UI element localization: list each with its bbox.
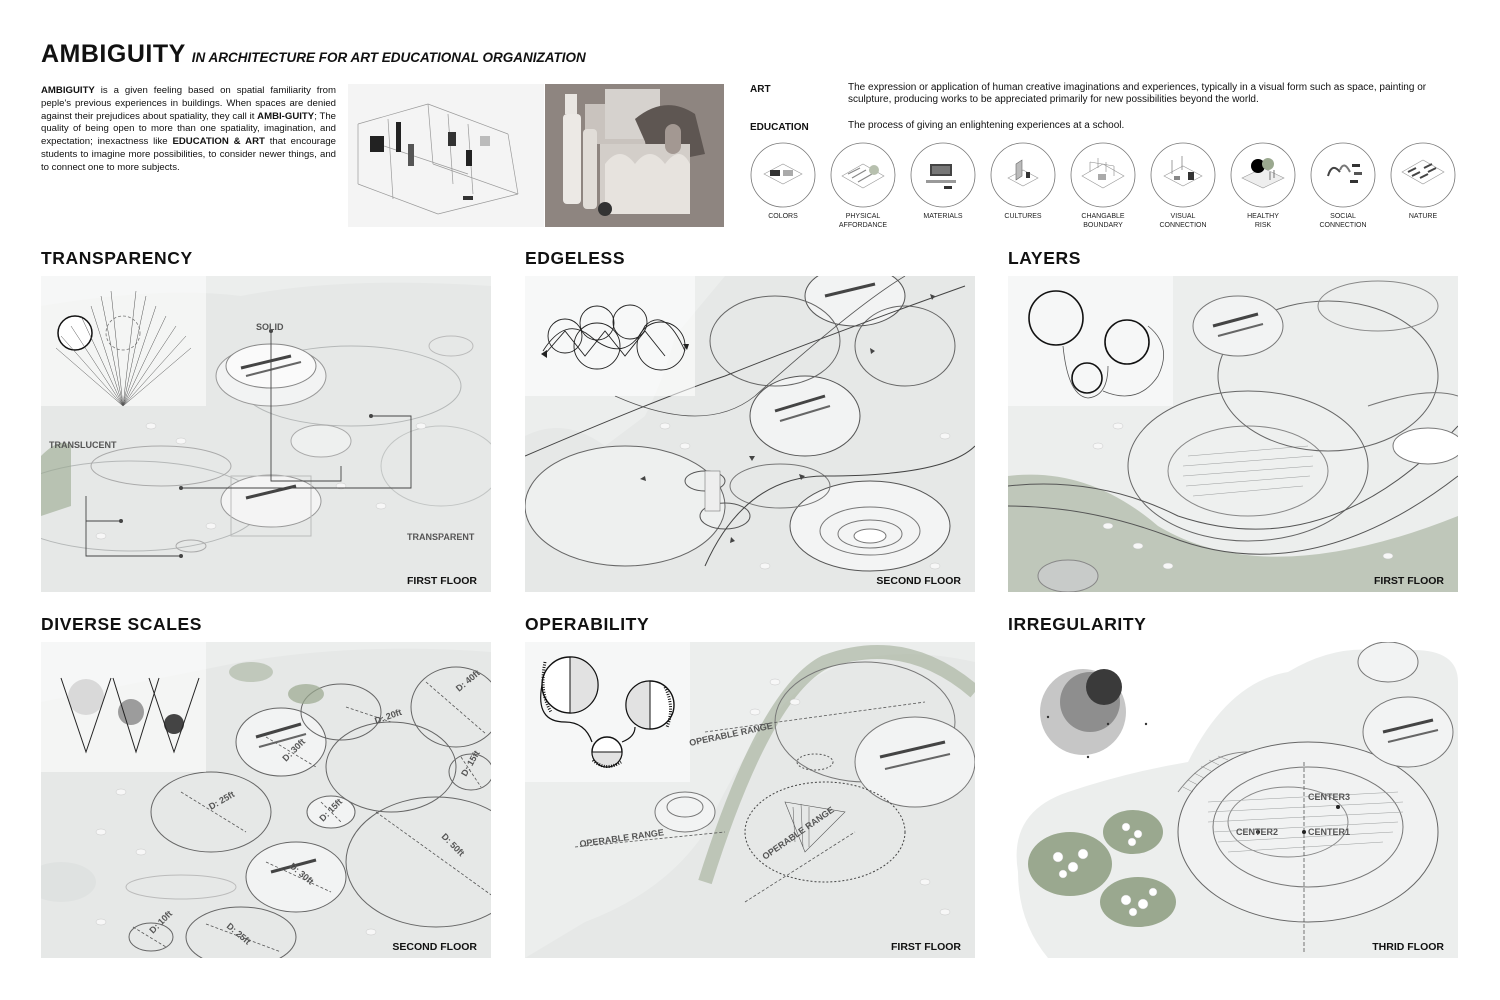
label-center1: CENTER1 bbox=[1308, 827, 1350, 837]
colors-icon bbox=[750, 142, 816, 208]
nature-icon bbox=[1390, 142, 1456, 208]
icon-label: MATERIALS bbox=[923, 213, 963, 220]
social-connection-icon bbox=[1310, 142, 1376, 208]
materials-icon bbox=[910, 142, 976, 208]
panel-transparency: SOLID TRANSLUCENT TRANSPARENT FIRST FLOO… bbox=[41, 276, 491, 592]
icon-label: COLORS bbox=[768, 213, 798, 220]
visual-connection-icon bbox=[1150, 142, 1216, 208]
icon-item-physical-affordance: PHYSICAL AFFORDANCE bbox=[830, 142, 896, 230]
label-solid: SOLID bbox=[256, 322, 284, 332]
layers-plan-drawing bbox=[1008, 276, 1458, 592]
floor-label: FIRST FLOOR bbox=[891, 941, 961, 953]
panel-operability: OPERABLE RANGE OPERABLE RANGE OPERABLE R… bbox=[525, 642, 975, 958]
sketch-image bbox=[348, 84, 544, 227]
panel-layers: FIRST FLOOR bbox=[1008, 276, 1458, 592]
definition-term: ART bbox=[750, 84, 771, 95]
icon-label: NATURE bbox=[1408, 213, 1438, 220]
floor-label: SECOND FLOOR bbox=[392, 941, 477, 953]
intro-text-3: that encourage students to imagine more … bbox=[41, 136, 336, 173]
heading-layers: LAYERS bbox=[1008, 248, 1081, 268]
floor-label: FIRST FLOOR bbox=[407, 575, 477, 587]
panel-diverse-scales: D: 40ft D: 20ft D: 30ft D: 15ft D: 25ft … bbox=[41, 642, 491, 958]
changable-boundary-icon bbox=[1070, 142, 1136, 208]
title-subtitle: IN ARCHITECTURE FOR ART EDUCATIONAL ORGA… bbox=[191, 50, 586, 65]
icon-item-healthy-risk: HEALTHY RISK bbox=[1230, 142, 1296, 230]
heading-diverse-scales: DIVERSE SCALES bbox=[41, 614, 203, 634]
icon-label: HEALTHY RISK bbox=[1247, 213, 1279, 229]
label-operable-range: OPERABLE RANGE bbox=[579, 827, 665, 849]
intro-text-1: is a given feeling based on spatial fami… bbox=[41, 85, 336, 122]
transparency-plan-drawing: SOLID TRANSLUCENT TRANSPARENT bbox=[41, 276, 491, 592]
panel-irregularity: CENTER3 CENTER2 CENTER1 THRID FLOOR bbox=[1008, 642, 1458, 958]
intro-bold-1: AMBIGUITY bbox=[41, 85, 95, 96]
intro-bold-2: AMBI-GUITY bbox=[257, 110, 315, 122]
healthy-risk-icon bbox=[1230, 142, 1296, 208]
intro-paragraph: AMBIGUITY is a given feeling based on sp… bbox=[41, 85, 336, 175]
physical-affordance-icon bbox=[830, 142, 896, 208]
icon-item-visual-connection: VISUAL CONNECTION bbox=[1150, 142, 1216, 230]
irregularity-plan-drawing: CENTER3 CENTER2 CENTER1 bbox=[1016, 642, 1458, 958]
icon-item-nature: NATURE bbox=[1390, 142, 1456, 222]
label-center2: CENTER2 bbox=[1236, 827, 1278, 837]
heading-operability: OPERABILITY bbox=[525, 614, 650, 634]
icon-item-changable-boundary: CHANGABLE BOUNDARY bbox=[1070, 142, 1136, 230]
floor-label: THRID FLOOR bbox=[1372, 941, 1444, 953]
cultures-icon bbox=[990, 142, 1056, 208]
definition-text: The expression or application of human c… bbox=[848, 82, 1427, 106]
heading-edgeless: EDGELESS bbox=[525, 248, 626, 268]
icon-label: PHYSICAL AFFORDANCE bbox=[838, 213, 888, 229]
edgeless-plan-drawing bbox=[525, 276, 975, 592]
operability-plan-drawing: OPERABLE RANGE OPERABLE RANGE OPERABLE R… bbox=[525, 642, 975, 958]
heading-transparency: TRANSPARENCY bbox=[41, 248, 193, 268]
definition-term: EDUCATION bbox=[750, 122, 809, 133]
panel-edgeless: SECOND FLOOR bbox=[525, 276, 975, 592]
label-center3: CENTER3 bbox=[1308, 792, 1350, 802]
page-title: AMBIGUITY IN ARCHITECTURE FOR ART EDUCATI… bbox=[41, 40, 586, 69]
icon-item-cultures: CULTURES bbox=[990, 142, 1056, 222]
label-transparent: TRANSPARENT bbox=[407, 532, 475, 542]
painting-image bbox=[545, 84, 724, 227]
icon-item-social-connection: SOCIAL CONNECTION bbox=[1310, 142, 1376, 230]
label-translucent: TRANSLUCENT bbox=[49, 440, 117, 450]
icon-label: SOCIAL CONNECTION bbox=[1319, 213, 1367, 229]
intro-text-2: ; The quality of being open to more than… bbox=[41, 110, 336, 148]
icon-label: CULTURES bbox=[1004, 213, 1042, 220]
intro-bold-3: EDUCATION & ART bbox=[172, 136, 265, 148]
floor-label: FIRST FLOOR bbox=[1374, 575, 1444, 587]
icon-label: CHANGABLE BOUNDARY bbox=[1081, 213, 1125, 229]
heading-irregularity: IRREGULARITY bbox=[1008, 614, 1147, 634]
diverse-scales-plan-drawing: D: 40ft D: 20ft D: 30ft D: 15ft D: 25ft … bbox=[41, 642, 491, 958]
icon-item-materials: MATERIALS bbox=[910, 142, 976, 222]
icon-item-colors: COLORS bbox=[750, 142, 816, 222]
floor-label: SECOND FLOOR bbox=[876, 575, 961, 587]
title-main: AMBIGUITY bbox=[41, 40, 186, 68]
definition-text: The process of giving an enlightening ex… bbox=[848, 120, 1125, 131]
icon-label: VISUAL CONNECTION bbox=[1159, 213, 1207, 229]
